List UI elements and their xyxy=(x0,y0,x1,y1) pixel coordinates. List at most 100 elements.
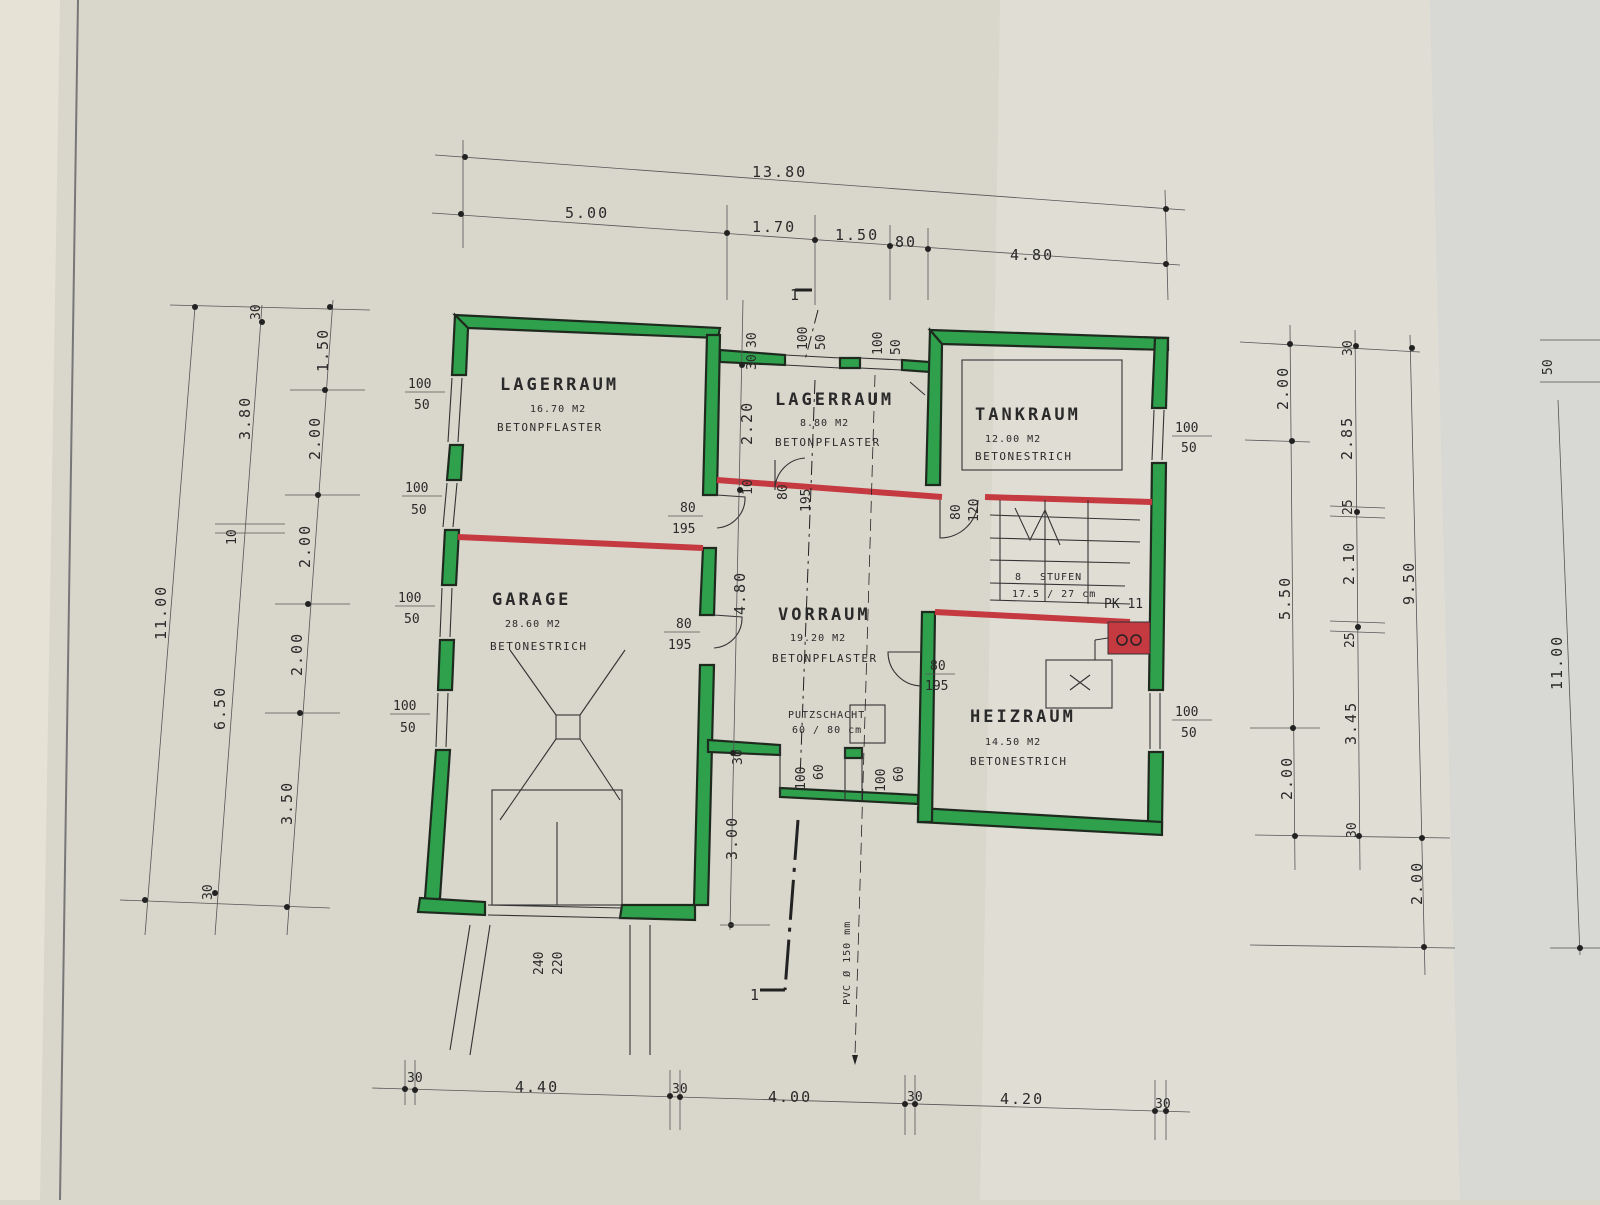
room-name: LAGERRAUM xyxy=(500,375,619,395)
left-inner-seg-1: 1.50 xyxy=(314,328,332,372)
garage-door-width: 240 xyxy=(532,952,547,975)
section-mark-top: 1 xyxy=(790,286,801,304)
door-tank xyxy=(939,499,979,539)
right-total-dim: 9.50 xyxy=(1400,561,1418,605)
garage-fixtures xyxy=(449,649,651,1056)
room-name: HEIZRAUM xyxy=(970,707,1076,727)
right-a-seg-4: 2.10 xyxy=(1340,541,1358,585)
page-edge xyxy=(0,0,60,1200)
garage-drain xyxy=(555,714,581,740)
top-total-dim: 13.80 xyxy=(752,163,807,181)
door-dims: 80 195 80 195 80 195 80 195 80 120 10 24… xyxy=(532,479,982,975)
win-top: 100 xyxy=(405,481,428,496)
right-b-seg-3: 2.00 xyxy=(1278,756,1296,800)
win-small: 60 xyxy=(812,764,827,780)
top-dim-seg-5: 4.80 xyxy=(1010,246,1054,264)
door-width: 80 xyxy=(949,504,964,520)
right-a-seg-2: 2.85 xyxy=(1338,416,1356,460)
win-bottom: 50 xyxy=(411,503,427,518)
inner-vertical-dims: 2.20 4.80 3.00 xyxy=(720,299,770,931)
dim-300: 3.00 xyxy=(723,816,741,860)
wall-bottom-mid-2 xyxy=(843,746,864,760)
left-inner-seg-2: 2.00 xyxy=(306,416,324,460)
putzschacht-size: 60 / 80 cm xyxy=(792,725,862,736)
dim-480: 4.80 xyxy=(731,571,749,615)
boiler-body xyxy=(1045,659,1113,709)
door-garage xyxy=(713,614,743,649)
room-material: BETONPFLASTER xyxy=(775,436,881,449)
win-top: 100 xyxy=(398,591,421,606)
win-bottom: 50 xyxy=(1181,726,1197,741)
wall-top-mid-3 xyxy=(900,358,932,374)
door-height: 120 xyxy=(967,499,982,522)
door-width: 80 xyxy=(776,484,791,500)
putzschacht-box xyxy=(849,704,886,744)
bottom-dim-30-b: 30 xyxy=(672,1082,688,1097)
win-top: 100 xyxy=(796,327,811,350)
sheet-border-line xyxy=(59,0,79,1201)
room-material: BETONPFLASTER xyxy=(772,652,878,665)
win-top: 100 xyxy=(794,767,809,790)
wall-mid-2 xyxy=(698,546,718,617)
bottom-dimension-lines xyxy=(371,1060,1191,1140)
wall-heiz-left xyxy=(916,610,937,824)
top-dim-seg-4: 80 xyxy=(895,233,917,251)
paper-fold-light xyxy=(980,0,1460,1200)
far-right-total-dim: 11.00 xyxy=(1548,635,1566,690)
right-a-seg-3: 25 xyxy=(1341,499,1356,515)
bottom-dim-420: 4.20 xyxy=(1000,1090,1044,1108)
left-dimension-lines xyxy=(119,299,371,936)
stair-rise: 17.5 / 27 cm xyxy=(1012,589,1096,600)
room-lagerraum-1: LAGERRAUM 16.70 M2 BETONPFLASTER xyxy=(497,375,619,434)
room-material: BETONPFLASTER xyxy=(497,421,603,434)
bottom-dim-30-c: 30 xyxy=(907,1090,923,1105)
win-top: 100 xyxy=(874,769,889,792)
win-top: 100 xyxy=(871,332,886,355)
section-mark-bottom: 1 xyxy=(750,986,761,1004)
room-name: TANKRAUM xyxy=(975,405,1081,425)
section-line xyxy=(760,288,876,1065)
door-heiz xyxy=(887,651,923,687)
wall-tank-left xyxy=(924,327,944,487)
staircase xyxy=(989,500,1141,605)
pvc-pipe-label: PVC Ø 150 mm xyxy=(841,921,853,1005)
win-bottom: 50 xyxy=(1181,441,1197,456)
wall-left-3 xyxy=(440,528,461,587)
top-dimension-lines xyxy=(431,140,1186,305)
right-a-seg-7: 30 xyxy=(1345,822,1360,838)
wall-30: 30 xyxy=(745,332,760,348)
right-dimension-lines xyxy=(1239,324,1600,976)
room-material: BETONESTRICH xyxy=(490,640,587,653)
left-inner-seg-3: 2.00 xyxy=(296,524,314,568)
left-outer-seg-3: 10 xyxy=(225,529,240,545)
left-outer-seg-4: 6.50 xyxy=(211,686,229,730)
door-width: 80 xyxy=(680,501,696,516)
right-extra-dim: 2.00 xyxy=(1408,861,1426,905)
oil-tank xyxy=(961,359,1123,471)
wall-top-mid-2 xyxy=(838,356,862,370)
win-bottom: 50 xyxy=(889,339,904,355)
room-area: 12.00 M2 xyxy=(985,434,1041,445)
window-dims-left: 100 50 100 50 100 50 100 50 xyxy=(390,377,445,736)
left-outer-seg-2: 3.80 xyxy=(236,396,254,440)
right-a-seg-5: 25 xyxy=(1343,632,1358,648)
wall-left-4 xyxy=(436,638,456,692)
door-width: 80 xyxy=(676,617,692,632)
left-outer-seg-1: 30 xyxy=(249,304,264,320)
right-a-seg-1: 30 xyxy=(1341,340,1356,356)
putzschacht-label: PUTZSCHACHT xyxy=(788,710,865,721)
far-right-small-dim: 50 xyxy=(1541,359,1556,375)
stair-arrow xyxy=(1014,507,1061,546)
top-dim-seg-1: 5.00 xyxy=(565,204,609,222)
door-lager-mid-corner xyxy=(909,381,926,396)
win-bottom: 50 xyxy=(414,398,430,413)
right-b-seg-1: 2.00 xyxy=(1274,366,1292,410)
room-garage: GARAGE 28.60 M2 BETONESTRICH xyxy=(490,590,587,653)
room-area: 28.60 M2 xyxy=(505,619,561,630)
win-bottom: 50 xyxy=(400,721,416,736)
room-area: 8.80 M2 xyxy=(800,418,849,429)
win-bottom: 50 xyxy=(404,612,420,627)
window-dims-top-mid: 100 50 100 50 30 30 xyxy=(745,327,904,370)
door-sill: 10 xyxy=(741,479,756,495)
room-area: 14.50 M2 xyxy=(985,737,1041,748)
